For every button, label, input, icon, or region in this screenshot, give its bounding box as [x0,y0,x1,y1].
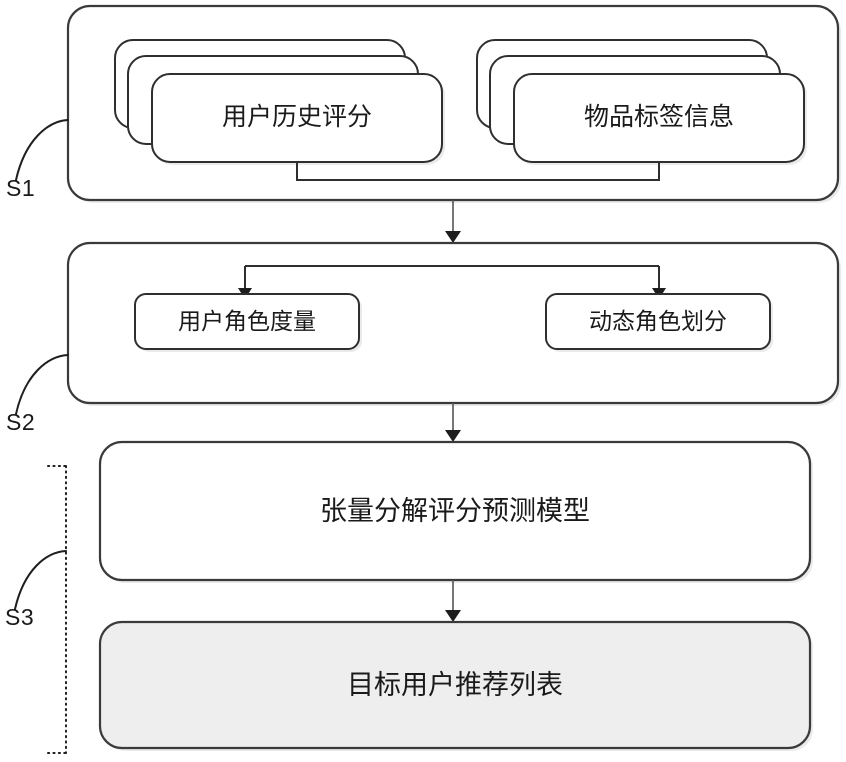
step-label-s1: S1 [6,175,36,201]
s1-leader-line [15,119,69,181]
s3-leader-line [14,550,67,610]
s2-leader-line [15,354,69,415]
tensor-model-box [98,440,812,582]
s1-merge-connector [296,162,660,181]
user-role-metric-box [134,293,360,350]
step-label-s3: S3 [5,604,35,630]
step-label-s2: S2 [6,409,36,435]
dynamic-role-division-box [545,293,771,350]
recommend-list-box [98,620,812,750]
user-rating-card-front [151,73,443,163]
s1-to-s2-arrowhead [445,231,461,243]
model-to-output-arrowhead [445,610,461,622]
item-tag-card-front [513,73,805,163]
s2-to-model-arrowhead [445,430,461,442]
